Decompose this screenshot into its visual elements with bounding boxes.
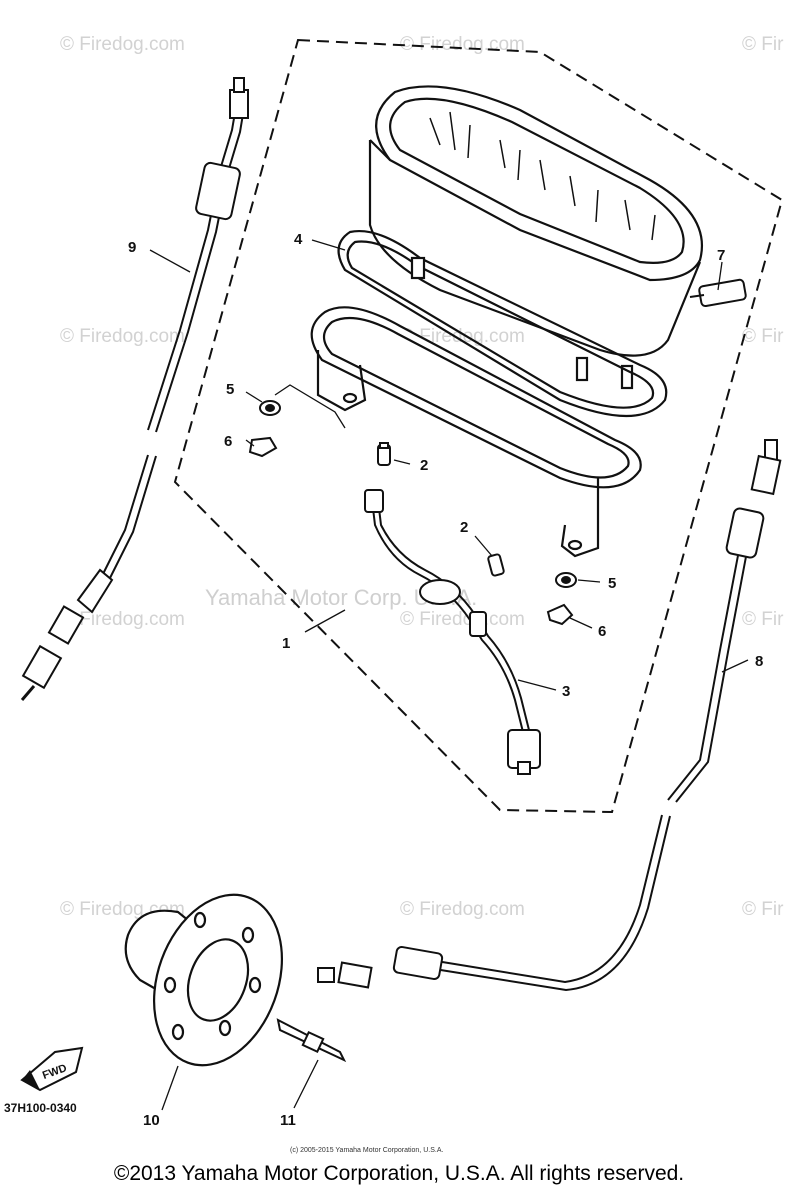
watermark: © Firedog.com — [400, 609, 525, 630]
speedometer-cable — [317, 439, 782, 992]
watermark: © Firedog.com — [60, 609, 185, 630]
callout-6-left: 6 — [224, 433, 232, 450]
leader-lines — [149, 239, 749, 1111]
washer-left — [259, 400, 281, 416]
watermark: © Fir — [742, 34, 784, 55]
watermark: © Fir — [742, 326, 784, 347]
drive-pin — [276, 1018, 347, 1063]
cable-socket — [689, 278, 747, 308]
bracket-leader — [274, 384, 346, 429]
callout-7: 7 — [717, 247, 725, 264]
wire-harness — [364, 489, 541, 775]
callout-2-upper: 2 — [420, 457, 428, 474]
watermark: © Firedog.com — [400, 899, 525, 920]
callout-11: 11 — [280, 1112, 296, 1129]
nut-right — [546, 603, 574, 626]
diagram-code: 37H100-0340 — [4, 1101, 77, 1115]
watermark: © Firedog.com — [60, 326, 185, 347]
watermark: © Firedog.com — [400, 34, 525, 55]
washer-right — [555, 572, 577, 588]
drive-gear-unit — [124, 893, 284, 1067]
watermark: © Fir — [742, 609, 784, 630]
callout-5-left: 5 — [226, 381, 234, 398]
callout-5-right: 5 — [608, 575, 616, 592]
callout-6-right: 6 — [598, 623, 606, 640]
callout-labels: 1 2 2 3 4 5 5 6 6 7 8 9 10 11 — [128, 231, 763, 1129]
callout-10: 10 — [143, 1112, 160, 1129]
footer-copyright: ©2013 Yamaha Motor Corporation, U.S.A. A… — [113, 1162, 685, 1185]
tachometer-cable — [20, 77, 249, 701]
watermark-layer: © Firedog.com © Firedog.com © Fir © Fire… — [60, 34, 784, 920]
bulb-lower — [487, 553, 505, 577]
fwd-arrow-icon: FWD — [20, 1046, 84, 1092]
callout-1: 1 — [282, 635, 290, 652]
callout-2-lower: 2 — [460, 519, 468, 536]
callout-3: 3 — [562, 683, 570, 700]
callout-9: 9 — [128, 239, 136, 256]
meter-housing — [368, 85, 704, 390]
assembly-boundary — [173, 38, 784, 814]
gasket — [337, 230, 668, 417]
small-copyright: (c) 2005-2015 Yamaha Motor Corporation, … — [290, 1147, 443, 1154]
meter-bracket — [310, 306, 642, 558]
nut-left — [248, 436, 278, 458]
watermark: © Firedog.com — [60, 34, 185, 55]
bulb-upper — [377, 442, 391, 466]
watermark: © Fir — [742, 899, 784, 920]
callout-8: 8 — [755, 653, 763, 670]
callout-4: 4 — [294, 231, 303, 248]
